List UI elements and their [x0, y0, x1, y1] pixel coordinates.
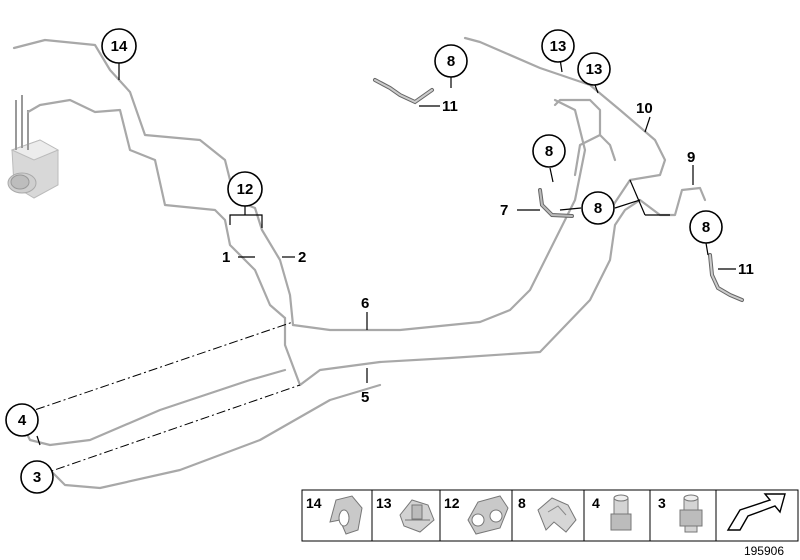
brake-pipe-3-4: [19, 321, 382, 490]
brake-pipe-10: [463, 36, 667, 212]
brake-pipe-5: [283, 198, 642, 387]
svg-text:3: 3: [33, 469, 41, 486]
callout-4: 4: [5, 403, 39, 437]
svg-text:4: 4: [18, 412, 27, 429]
legend-item-14: 14: [306, 495, 363, 535]
label-9: 9: [687, 149, 695, 166]
legend-item-4: 4: [592, 494, 632, 531]
svg-text:13: 13: [550, 38, 567, 55]
callout-12: 12: [227, 171, 263, 207]
holder-icon: [399, 499, 435, 533]
parts-legend: 14 13 12 8: [301, 489, 799, 542]
callout-14: 14: [101, 28, 137, 64]
brake-pipe-6: [291, 98, 587, 332]
callout-13-right: 13: [577, 52, 611, 86]
brake-pipe-2: [12, 38, 295, 327]
legend-item-3: 3: [658, 494, 703, 533]
label-6: 6: [361, 295, 369, 312]
brake-hose-11-front: [373, 78, 434, 105]
callout-8-mid: 8: [532, 134, 566, 168]
label-11-rear: 11: [738, 261, 754, 278]
svg-text:4: 4: [592, 495, 600, 511]
svg-text:8: 8: [545, 143, 553, 160]
legend-item-12: 12: [444, 495, 509, 535]
label-7: 7: [500, 202, 508, 219]
svg-text:14: 14: [306, 495, 322, 511]
callout-8-rear: 8: [689, 210, 723, 244]
callout-3: 3: [20, 460, 54, 494]
brake-pipe-1: [26, 98, 287, 320]
forward-arrow-icon: [726, 493, 786, 531]
brake-hose-11-rear: [708, 253, 744, 302]
double-clip-icon: [467, 495, 509, 535]
svg-text:14: 14: [111, 38, 128, 55]
callout-8-front: 8: [434, 44, 468, 78]
union-nut-icon: [610, 494, 632, 531]
svg-text:12: 12: [444, 495, 460, 511]
svg-text:3: 3: [658, 495, 666, 511]
brake-hose-7: [538, 188, 574, 218]
svg-text:12: 12: [237, 181, 254, 198]
callout-8-center: 8: [581, 191, 615, 225]
legend-item-13: 13: [376, 495, 435, 533]
clip-icon: [329, 495, 363, 535]
diagram-reference-number: 195906: [744, 544, 784, 558]
abs-unit: [7, 95, 60, 199]
brake-pipe-9: [629, 179, 707, 217]
svg-text:8: 8: [702, 219, 710, 236]
svg-text:8: 8: [518, 495, 526, 511]
label-10: 10: [636, 100, 653, 117]
hex-nut-icon: [679, 494, 703, 533]
callout-13-left: 13: [541, 29, 575, 63]
label-2: 2: [298, 249, 306, 266]
svg-text:8: 8: [594, 200, 602, 217]
legend-item-8: 8: [518, 495, 577, 533]
label-5: 5: [361, 389, 369, 406]
label-1: 1: [222, 249, 230, 266]
svg-text:13: 13: [586, 61, 603, 78]
label-11-front: 11: [442, 98, 458, 115]
svg-text:8: 8: [447, 53, 455, 70]
svg-text:13: 13: [376, 495, 392, 511]
bracket-clip-icon: [537, 497, 577, 533]
